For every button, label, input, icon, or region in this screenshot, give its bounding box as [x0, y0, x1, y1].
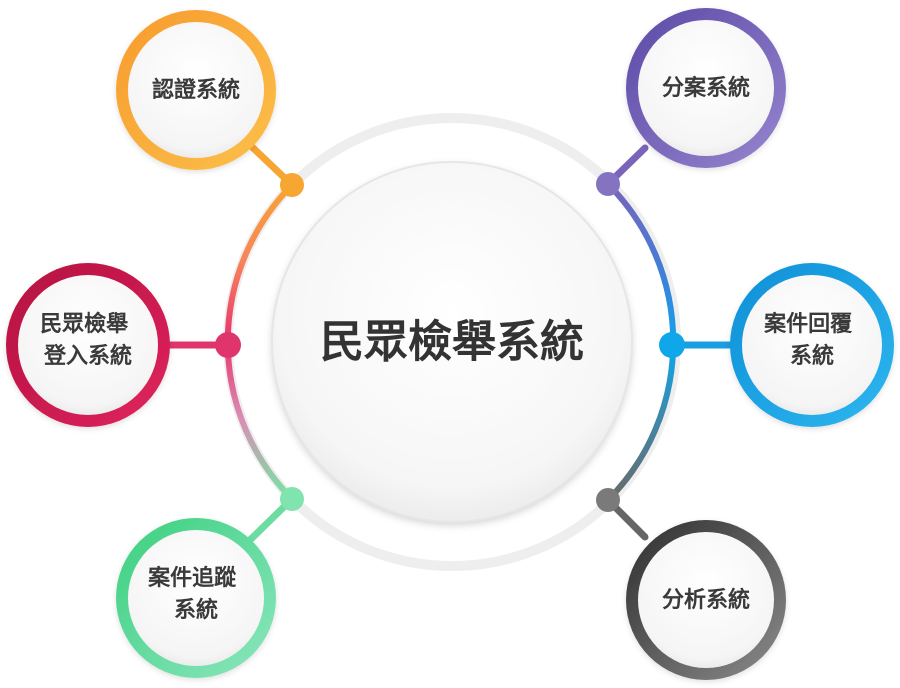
login-dot — [215, 332, 241, 358]
hub-title: 民眾檢舉系統 — [320, 317, 584, 368]
svg-text:分析系統: 分析系統 — [662, 587, 750, 613]
node-analysis: 分析系統 — [626, 520, 786, 680]
svg-text:案件回覆 系統: 案件回覆 系統 — [763, 311, 860, 369]
node-analysis-label-line-1: 分析系統 — [662, 587, 750, 613]
reply-dot — [659, 332, 685, 358]
node-reply: 案件回覆 系統 — [730, 263, 894, 427]
node-tracking: 案件追蹤 系統 — [116, 518, 276, 678]
node-login: 民眾檢舉 登入系統 — [6, 263, 170, 427]
node-dispatch: 分案系統 — [626, 8, 786, 168]
node-reply-label-line-2: 系統 — [790, 343, 834, 369]
dispatch-dot — [596, 172, 620, 196]
svg-text:分案系統: 分案系統 — [662, 75, 750, 101]
analysis-dot — [596, 488, 620, 512]
node-dispatch-label-line-1: 分案系統 — [662, 75, 750, 101]
node-tracking-label-line-1: 案件追蹤 — [147, 565, 237, 591]
hub-inner-rim — [271, 161, 633, 523]
tracking-dot — [280, 487, 304, 511]
svg-text:認證系統: 認證系統 — [152, 77, 240, 103]
svg-text:案件追蹤 系統: 案件追蹤 系統 — [147, 565, 244, 623]
node-auth-label-line-1: 認證系統 — [152, 77, 240, 103]
node-auth: 認證系統 — [116, 10, 276, 170]
node-tracking-label-line-2: 系統 — [174, 597, 218, 623]
hub-circle — [272, 162, 632, 522]
auth-dot — [280, 173, 304, 197]
svg-text:民眾檢舉 登入系統: 民眾檢舉 登入系統 — [40, 311, 136, 369]
node-login-label-line-1: 民眾檢舉 — [40, 311, 129, 337]
node-reply-label-line-1: 案件回覆 — [763, 311, 853, 337]
node-login-label-line-2: 登入系統 — [43, 343, 132, 369]
